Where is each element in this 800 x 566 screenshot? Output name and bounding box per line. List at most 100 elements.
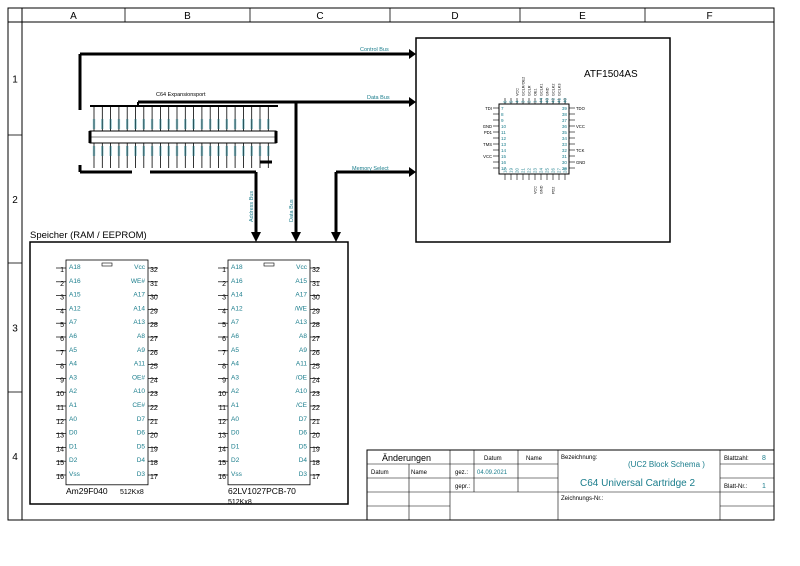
port-pin-label-top <box>142 119 145 129</box>
cpld-pin-number: 43 <box>545 98 550 103</box>
chip-signal-left: A1 <box>69 402 77 409</box>
chip-pin-number-left: 8 <box>60 364 64 371</box>
cpld-pin-number: 8 <box>501 112 504 117</box>
designation-label: Bezeichnung: <box>561 455 598 461</box>
cpld-pin-number: 18 <box>503 168 508 173</box>
cpld-signal: VCC <box>516 88 520 96</box>
chip-pin-number-left: 10 <box>56 391 64 398</box>
chip-pin-number-left: 3 <box>60 295 64 302</box>
chip-pin-number-left: 10 <box>218 391 226 398</box>
port-pin-label-bottom <box>209 146 212 156</box>
chip-pin-number-left: 14 <box>56 446 64 453</box>
chip-signal-right: /CE <box>296 402 308 409</box>
chip-signal-left: A5 <box>69 347 77 354</box>
chip-signal-left: A12 <box>231 305 243 312</box>
chip-signal-right: D5 <box>299 443 308 450</box>
cpld-pin-number: 24 <box>539 168 544 173</box>
port-pin-label-bottom <box>101 146 104 156</box>
port-pin-label-bottom <box>184 146 187 156</box>
port-pin-label-top <box>267 119 270 129</box>
chip-signal-left: A1 <box>231 402 239 409</box>
sheets-value: 8 <box>762 455 766 462</box>
control-bus: Control Bus <box>78 47 416 110</box>
cpld-pin-number: 10 <box>501 124 507 129</box>
chip-signal-left: A7 <box>231 319 239 326</box>
port-pin-label-top <box>126 119 129 129</box>
port-pin-label-top <box>233 119 237 129</box>
chip-signal-right: A9 <box>137 347 145 354</box>
chip-pin-number-right: 17 <box>312 474 320 481</box>
cpld-pin-number: 2 <box>527 100 532 103</box>
chip-pin-number-right: 27 <box>150 336 158 343</box>
chip-notch <box>263 262 275 267</box>
cpld-pin-number: 37 <box>562 118 568 123</box>
cpld-pin-number: 5 <box>509 100 514 103</box>
cpld-signal: PD1 <box>484 130 493 135</box>
cpld-pin-number: 30 <box>562 160 568 165</box>
chip-signal-left: A2 <box>231 388 239 395</box>
data-bus: Data Bus Data Bus <box>138 95 416 242</box>
cpld-pin-number: 21 <box>521 168 526 173</box>
chip-pin-number-right: 18 <box>312 460 320 467</box>
chip-signal-right: D4 <box>299 457 308 464</box>
cpld-signal: GND <box>483 124 492 129</box>
address-bus-label: Address Bus <box>249 191 255 222</box>
cpld-signal: GCLK3 <box>558 84 562 96</box>
port-pin-label-bottom <box>175 146 179 156</box>
chip-signal-left: D1 <box>231 443 240 450</box>
chip-signal-left: A7 <box>69 319 77 326</box>
data-bus-vertical-label: Data Bus <box>289 199 295 222</box>
port-pin-label-bottom <box>126 146 129 156</box>
row-label: 2 <box>12 195 18 206</box>
chip-signal-right: D3 <box>137 471 146 478</box>
sheets-label: Blattzahl: <box>724 456 749 462</box>
cpld-signal: GCLR <box>528 85 532 96</box>
chip-pin-number-left: 6 <box>222 336 226 343</box>
designation-line1: (UC2 Block Schema ) <box>628 460 705 469</box>
cpld-signal: VCC <box>483 154 492 159</box>
column-label: C <box>316 11 323 22</box>
chip-signal-left: A14 <box>231 292 243 299</box>
chip-signal-right: A17 <box>295 292 307 299</box>
row-date-header: Datum <box>371 470 389 476</box>
chip-signal-left: A12 <box>69 305 81 312</box>
column-label: A <box>70 11 77 22</box>
cpld-pin-number: 1 <box>533 100 538 103</box>
cpld-pin-number: 3 <box>521 100 526 103</box>
chip-pin-number-left: 12 <box>56 419 64 426</box>
data-bus-label: Data Bus <box>367 95 390 101</box>
chip-organization: 512Kx8 <box>228 499 252 506</box>
chip-signal-right: A8 <box>137 333 145 340</box>
cpld-pin-number: 12 <box>501 136 507 141</box>
chip-pin-number-right: 26 <box>312 350 320 357</box>
chip-pin-number-right: 19 <box>150 446 158 453</box>
cpld-pin-number: 4 <box>515 100 520 103</box>
cpld-pin-number: 44 <box>539 98 544 103</box>
chip-signal-right: A10 <box>133 388 145 395</box>
chip-pin-number-left: 4 <box>222 308 226 315</box>
chip-pin-number-right: 18 <box>150 460 158 467</box>
chip-pin-number-right: 21 <box>312 419 320 426</box>
chip-signal-left: Vss <box>69 471 81 478</box>
chip-signal-left: A4 <box>69 361 77 368</box>
chip-notch <box>101 262 113 267</box>
sheet-number-value: 1 <box>762 483 766 490</box>
port-pin-label-top <box>184 119 187 129</box>
port-pin-label-bottom <box>267 146 270 156</box>
port-pin-label-bottom <box>225 146 228 156</box>
port-pin-label-top <box>250 119 253 129</box>
chip-pin-number-left: 2 <box>222 281 226 288</box>
chip-signal-left: A0 <box>231 416 239 423</box>
cpld-pin-number: 23 <box>533 168 538 173</box>
address-bus: Address Bus <box>150 170 261 242</box>
chip-pin-number-right: 28 <box>150 322 158 329</box>
cpld-pin-number: 38 <box>562 112 568 117</box>
chip-signal-right: A11 <box>134 361 145 368</box>
chip-signal-right: D5 <box>137 443 146 450</box>
cpld-signal: TDO <box>576 106 586 111</box>
chip-signal-left: D0 <box>69 430 78 437</box>
port-pin-label-top <box>175 119 179 129</box>
row-label: 4 <box>12 452 18 463</box>
